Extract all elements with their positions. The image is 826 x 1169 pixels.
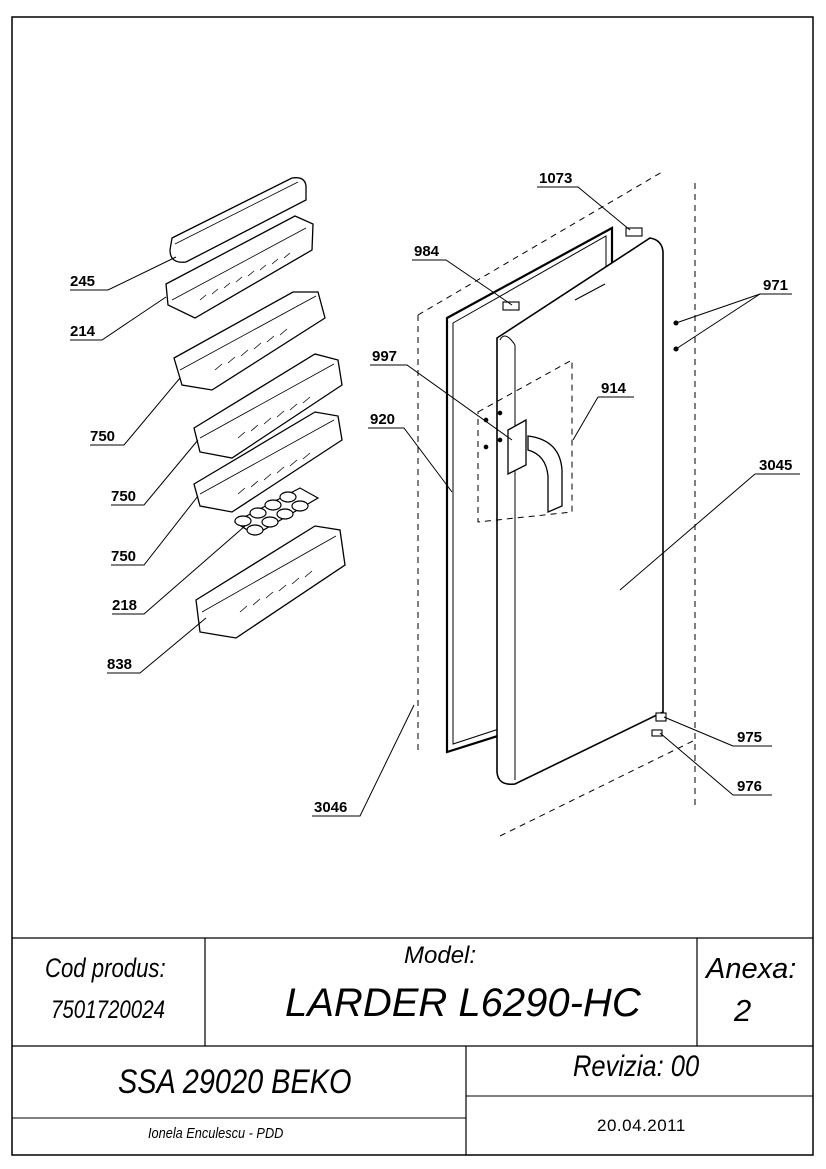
- drawing-frame: [11, 16, 814, 1156]
- shelf-750-2: [193, 353, 343, 459]
- leader-lines: [70, 186, 800, 817]
- callout-750-3: 750: [111, 548, 136, 565]
- assembly-lines: [417, 171, 696, 837]
- author: Ionela Enculescu - PDD: [148, 1125, 284, 1142]
- shelf-cover-245: [169, 177, 307, 263]
- door-panel-3045: [496, 237, 664, 786]
- callout-997: 997: [372, 348, 397, 365]
- shelf-214: [165, 215, 314, 319]
- shelf-750-3: [193, 411, 343, 513]
- callout-838: 838: [107, 656, 132, 673]
- callout-914: 914: [601, 380, 627, 397]
- date: 20.04.2011: [597, 1116, 686, 1135]
- code-label: Cod produs:: [45, 953, 166, 983]
- model-value: LARDER L6290-HC: [285, 981, 641, 1025]
- egg-tray-218: [233, 487, 320, 536]
- callout-labels: 245 214 750 750 750 218 838 984 1073 971…: [70, 170, 792, 816]
- annex-label: Anexa:: [706, 953, 797, 985]
- shelf-750-1: [173, 291, 326, 391]
- callout-984: 984: [414, 243, 440, 260]
- callout-3046: 3046: [314, 799, 347, 816]
- callout-975: 975: [737, 729, 762, 746]
- callout-920: 920: [370, 411, 395, 428]
- ssa-code: SSA 29020 BEKO: [118, 1063, 352, 1101]
- callout-218: 218: [112, 597, 137, 614]
- callout-976: 976: [737, 778, 762, 795]
- annex-value: 2: [734, 993, 752, 1028]
- callout-3045: 3045: [759, 457, 792, 474]
- model-label: Model:: [404, 942, 477, 969]
- callout-971: 971: [763, 277, 788, 294]
- revision: Revizia: 00: [573, 1050, 700, 1083]
- code-value: 7501720024: [51, 996, 166, 1024]
- bottle-shelf-838: [195, 525, 346, 639]
- callout-245: 245: [70, 273, 95, 290]
- door-handle-914: [507, 418, 563, 513]
- callout-214: 214: [70, 323, 96, 340]
- hinge-parts: [483, 227, 679, 737]
- callout-750-1: 750: [90, 428, 115, 445]
- callout-1073: 1073: [539, 170, 572, 187]
- callout-750-2: 750: [111, 488, 136, 505]
